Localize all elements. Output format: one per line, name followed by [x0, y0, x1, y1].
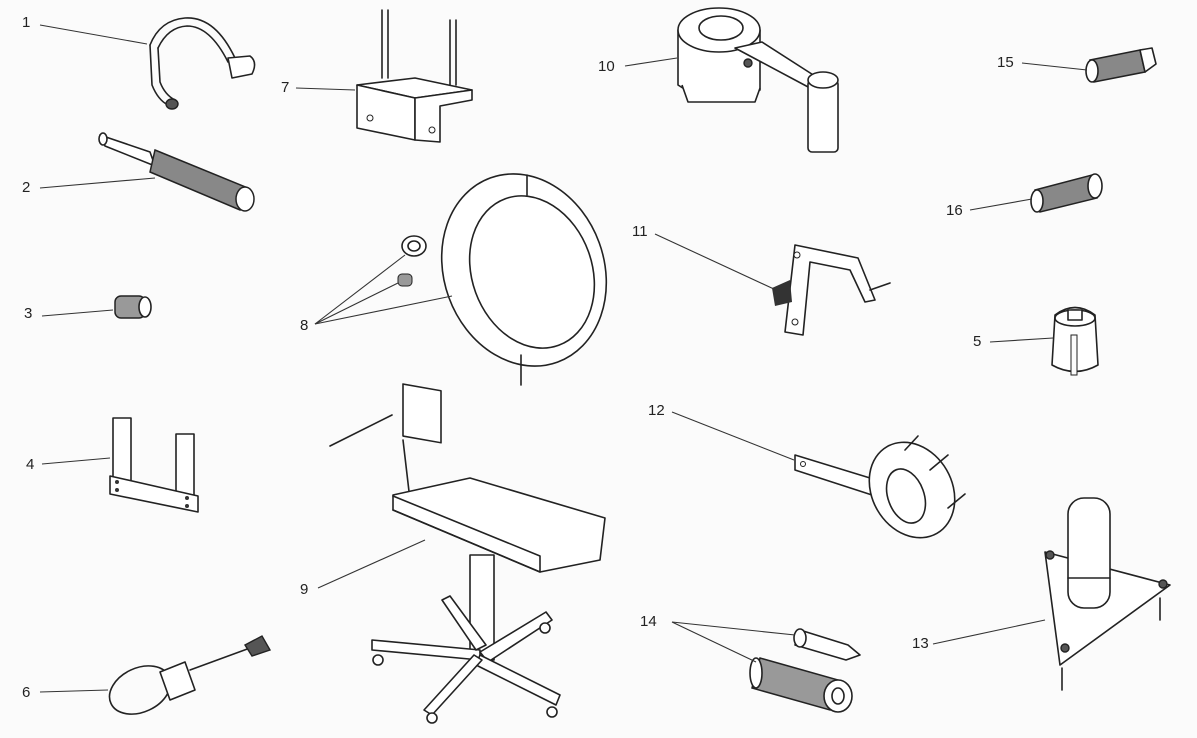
- tool-7-pin-holder: [356, 9, 473, 143]
- leader-6: [39, 689, 109, 693]
- leader-13: [932, 619, 1046, 645]
- leader-3: [41, 309, 114, 317]
- callout-14: 14: [640, 613, 657, 630]
- leader-12: [671, 411, 795, 461]
- tool-15-threaded-adapter: [1085, 47, 1157, 83]
- callout-10: 10: [598, 58, 615, 75]
- callout-11: 11: [632, 223, 648, 240]
- callout-4: 4: [26, 456, 35, 473]
- callout-9: 9: [300, 581, 309, 598]
- callout-8: 8: [300, 317, 309, 334]
- leader-1: [39, 24, 148, 45]
- callout-3: 3: [24, 305, 33, 322]
- leader-16: [969, 198, 1033, 211]
- tool-9-engine-stand: [329, 383, 606, 724]
- leader-9: [317, 539, 426, 589]
- tool-5-slotted-socket: [1051, 306, 1099, 376]
- tool-16-knurled-sleeve: [1030, 173, 1103, 213]
- tool-2-knurled-handle: [98, 132, 255, 212]
- tool-6-strap-wrench: [108, 635, 272, 715]
- callout-5: 5: [973, 333, 982, 350]
- tool-10-clutch-holder: [677, 7, 839, 153]
- leader-11: [654, 233, 777, 291]
- callout-15: 15: [997, 54, 1014, 71]
- tool-14-drift-sleeve: [749, 628, 861, 713]
- tool-4-u-bracket: [109, 417, 199, 513]
- tool-8-ring-clamp: [397, 173, 608, 386]
- leader-10: [624, 57, 678, 67]
- leader-8: [314, 254, 453, 325]
- callout-13: 13: [912, 635, 929, 652]
- callout-16: 16: [946, 202, 963, 219]
- tool-12-pin-spanner: [794, 435, 966, 539]
- leader-15: [1021, 62, 1088, 71]
- callout-1: 1: [22, 14, 31, 31]
- tool-11-locking-bracket: [772, 244, 891, 336]
- leader-4: [41, 457, 111, 465]
- callout-7: 7: [281, 79, 290, 96]
- tool-13-tripod-base: [1044, 497, 1171, 691]
- leader-5: [989, 337, 1054, 343]
- leader-14: [671, 621, 796, 663]
- leader-2: [39, 177, 156, 189]
- tool-3-small-bushing: [114, 295, 152, 319]
- tool-1-hook-wrench: [149, 17, 256, 110]
- leader-7: [295, 87, 356, 91]
- callout-12: 12: [648, 402, 665, 419]
- callout-6: 6: [22, 684, 31, 701]
- callout-2: 2: [22, 179, 31, 196]
